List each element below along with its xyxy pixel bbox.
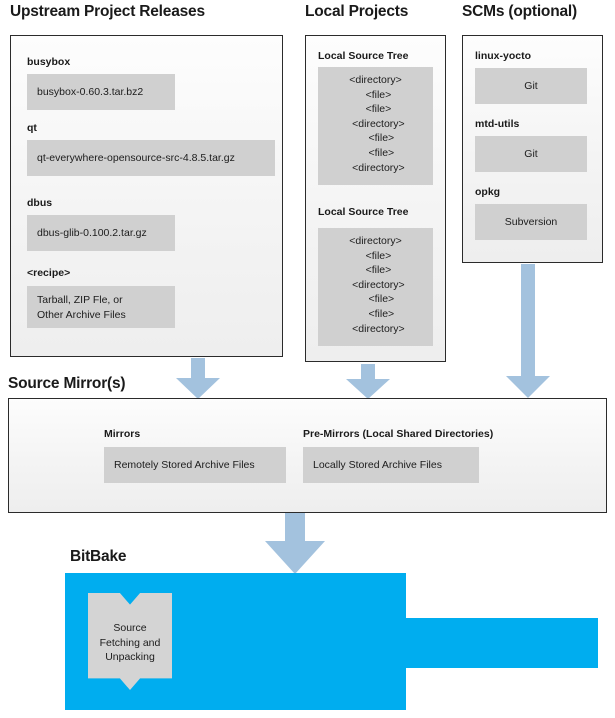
local-projects-heading: Local Projects: [305, 3, 409, 20]
upstream-heading: Upstream Project Releases: [10, 3, 205, 20]
upstream-chip-recipe-line1: Tarball, ZIP Fle, or: [37, 294, 123, 306]
local-source-tree-label-2: Local Source Tree: [318, 206, 409, 218]
upstream-group-label-recipe: <recipe>: [27, 267, 71, 279]
local-source-tree-2: <directory> <file> <file> <directory> <f…: [318, 228, 433, 346]
bitbake-heading: BitBake: [70, 548, 127, 565]
arrow-local-projects-to-mirrors: [346, 364, 390, 399]
arrow-scms-to-mirrors: [506, 264, 550, 398]
upstream-chip-dbus: dbus-glib-0.100.2.tar.gz: [27, 215, 175, 251]
upstream-group-label-qt: qt: [27, 122, 37, 134]
arrow-mirrors-to-bitbake: [265, 513, 325, 574]
upstream-chip-recipe-line2: Other Archive Files: [37, 309, 126, 321]
source-fetching-unpacking-box: Source Fetching and Unpacking: [88, 593, 172, 690]
fetch-box-line2: Fetching and: [99, 636, 161, 649]
upstream-group-label-busybox: busybox: [27, 56, 71, 68]
upstream-chip-recipe: Tarball, ZIP Fle, or Other Archive Files: [27, 286, 175, 328]
upstream-chip-busybox: busybox-0.60.3.tar.bz2: [27, 74, 175, 110]
scms-group-label-linux-yocto: linux-yocto: [475, 50, 532, 62]
upstream-chip-qt: qt-everywhere-opensource-src-4.8.5.tar.g…: [27, 140, 275, 176]
source-mirrors-chip-pre-mirrors: Locally Stored Archive Files: [303, 447, 479, 483]
scms-heading: SCMs (optional): [462, 3, 577, 20]
scms-chip-linux-yocto: Git: [475, 68, 587, 104]
upstream-group-label-dbus: dbus: [27, 197, 53, 209]
scms-chip-opkg: Subversion: [475, 204, 587, 240]
scms-group-label-opkg: opkg: [475, 186, 501, 198]
arrow-upstream-to-mirrors: [176, 358, 220, 399]
scms-group-label-mtd-utils: mtd-utils: [475, 118, 520, 130]
fetch-box-line1: Source: [113, 622, 147, 634]
scms-chip-mtd-utils: Git: [475, 136, 587, 172]
fetch-box-line3: Unpacking: [105, 651, 155, 663]
source-mirrors-chip-mirrors: Remotely Stored Archive Files: [104, 447, 286, 483]
source-mirrors-group-label-pre-mirrors: Pre-Mirrors (Local Shared Directories): [303, 428, 494, 440]
source-mirrors-heading: Source Mirror(s): [8, 375, 126, 392]
bitbake-extension-bar: [405, 618, 598, 668]
local-source-tree-1: <directory> <file> <file> <directory> <f…: [318, 67, 433, 185]
local-source-tree-label-1: Local Source Tree: [318, 50, 409, 62]
source-mirrors-group-label-mirrors: Mirrors: [104, 428, 141, 440]
